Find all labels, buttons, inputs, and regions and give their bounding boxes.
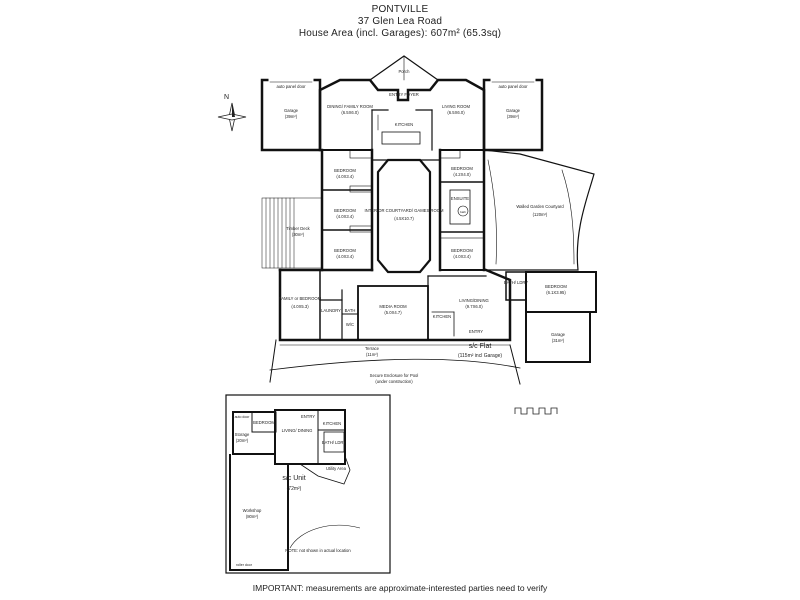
bed-r1-size: (4.2X4.0) (453, 172, 471, 177)
unit-entry-label: ENTRY (301, 414, 315, 419)
garage-right-label: Garage (506, 108, 521, 113)
bed-r2-size: (4.0X3.4) (453, 254, 471, 259)
walled-garden-walls (483, 149, 595, 271)
pool-enclosure-label: Secure Enclosure for Pool (370, 373, 419, 378)
inset-frame (225, 394, 391, 574)
media-label: MEDIA ROOM (379, 304, 407, 309)
compass-icon: N (217, 94, 247, 132)
bed-l3-label: BEDROOM (334, 248, 356, 253)
pool-enclosure-note: (under construction) (375, 379, 413, 384)
garage-flat-label: Garage (551, 332, 566, 337)
bed-l3-size: (4.0X3.4) (336, 254, 354, 259)
laundry-label: LAUNDRY (321, 308, 341, 313)
walled-garden-label: Walled Garden Courtyard (516, 204, 564, 209)
garage-left-size: (39m²) (285, 114, 298, 119)
living-size: (6.5X6.0) (447, 110, 465, 115)
workshop-size: (80m²) (246, 514, 259, 519)
family-bed-size: (4.0X5.3) (291, 304, 309, 309)
courtyard-label: INTERIOR COURTYARD/ GAMES ROOM (365, 208, 444, 213)
unit-bath-ldry-label: BATH/ LDRY (322, 440, 346, 445)
unit-sc-size: (72m²) (287, 486, 302, 492)
garage-right-door: auto panel door (498, 84, 528, 89)
terrace-label: Terrace (365, 346, 380, 351)
sc-flat-label: s/c Flat (469, 343, 492, 350)
living-dining-label: LIVING/DINING (459, 298, 489, 303)
bedroom-flat-label: BEDROOM (545, 284, 567, 289)
bedroom-flat-size: (6.1X3.95) (546, 290, 566, 295)
courtyard-size: (4.5X10.7) (394, 216, 414, 221)
bath-label: BATH (345, 308, 356, 313)
unit-sc-label: s/c Unit (282, 475, 305, 482)
living-dining-size: (9.7X6.0) (465, 304, 483, 309)
dining-label: DINING/ FAMILY ROOM (327, 104, 373, 109)
compass-north: N (224, 94, 229, 101)
porch-label: Porch (399, 69, 411, 74)
unit-storage-size: (20m²) (236, 438, 249, 443)
footer-disclaimer: IMPORTANT: measurements are approximate-… (0, 583, 800, 593)
bed-l2-size: (4.0X3.4) (336, 214, 354, 219)
timber-deck-size: (30m²) (292, 232, 305, 237)
unit-kitchen-label: KITCHEN (323, 421, 341, 426)
unit-storage-label: Storage (235, 432, 250, 437)
ensuite-label: ENSUITE (451, 196, 469, 201)
timber-deck-boards (261, 197, 323, 269)
workshop-label: Workshop (243, 508, 262, 513)
walled-garden-size: (120m²) (533, 212, 548, 217)
garage-flat-size: (31m²) (552, 338, 565, 343)
dining-size: (6.5X6.0) (341, 110, 359, 115)
bed-r1-label: BEDROOM (451, 166, 473, 171)
bed-l2-label: BEDROOM (334, 208, 356, 213)
suburb-title: PONTVILLE (371, 4, 429, 15)
auto-door-label: auto door (235, 415, 251, 419)
family-bed-label: FAMILY or BEDROOM (279, 296, 322, 301)
bath-tub-label: bath (460, 210, 466, 214)
garage-right-size: (39m²) (507, 114, 520, 119)
entry-foyer-label: ENTRY FOYER (389, 92, 419, 97)
address-title: 37 Glen Lea Road (357, 16, 443, 27)
unit-utility-label: Utility Area (326, 466, 347, 471)
bed-l1-label: BEDROOM (334, 168, 356, 173)
terrace-size: (11m²) (366, 352, 379, 357)
wc-label: W/C (346, 322, 354, 327)
unit-note: NOTE: not shown in actual location (285, 548, 351, 553)
house-area: House Area (incl. Garages): 607m² (65.3s… (298, 28, 502, 39)
media-size: (5.0X4.7) (384, 310, 402, 315)
sc-flat-size: (115m² incl Garage) (458, 353, 502, 359)
footer-important: IMPORTANT: (252, 583, 304, 593)
garage-left-door: auto panel door (276, 84, 306, 89)
living-label: LIVING ROOM (442, 104, 470, 109)
bed-l1-size: (4.0X3.4) (336, 174, 354, 179)
scale-bar (514, 407, 558, 415)
garage-left-label: Garage (284, 108, 299, 113)
entry-label: ENTRY (469, 329, 483, 334)
bath-ldry-label: BATH/ LDRY (504, 280, 528, 285)
unit-bedroom-label: BEDROOM (253, 420, 275, 425)
timber-deck-label: Timber Deck (286, 226, 310, 231)
unit-living-label: LIVING/ DINING (282, 428, 313, 433)
kitchen-label: KITCHEN (395, 122, 413, 127)
footer-text: measurements are approximate-interested … (303, 583, 548, 593)
bed-r2-label: BEDROOM (451, 248, 473, 253)
kitchen-flat-label: KITCHEN (433, 314, 451, 319)
courtyard-walls (376, 158, 432, 274)
roller-door-label: roller door (236, 563, 253, 567)
